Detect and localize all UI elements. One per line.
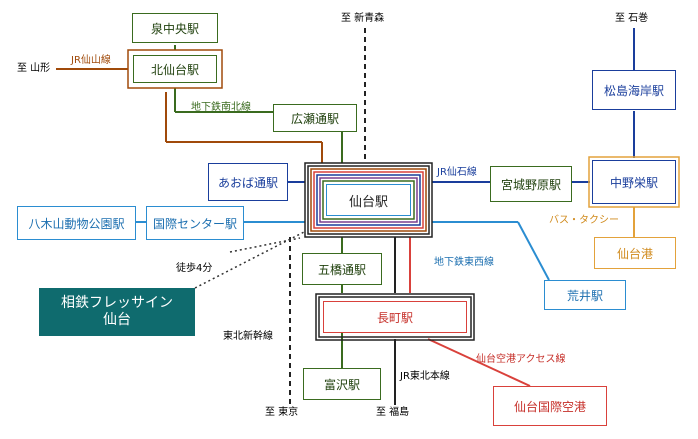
station-sendai-port[interactable]: 仙台港 bbox=[594, 237, 676, 269]
station-aobadori[interactable]: あおば通駅 bbox=[208, 163, 288, 201]
label-namboku: 地下鉄南北線 bbox=[191, 102, 251, 113]
station-nakanosakae[interactable]: 中野栄駅 bbox=[592, 160, 676, 204]
station-hirosedori[interactable]: 広瀬通駅 bbox=[273, 104, 357, 132]
station-itsutsubashi[interactable]: 五橋通駅 bbox=[302, 253, 382, 285]
tohoku-lines bbox=[289, 28, 396, 405]
direction-ishinomaki: 至 石巻 bbox=[615, 13, 649, 24]
station-yagiyama[interactable]: 八木山動物公園駅 bbox=[17, 206, 136, 240]
jr-senzan-line bbox=[56, 68, 323, 163]
nakanosakae-ring bbox=[588, 156, 680, 208]
station-sendai[interactable]: 仙台駅 bbox=[326, 184, 411, 216]
direction-tokyo: 至 東京 bbox=[265, 407, 299, 418]
label-jr-senzan: JR仙山線 bbox=[71, 55, 111, 66]
direction-shin-aomori: 至 新青森 bbox=[341, 13, 385, 24]
direction-yamagata: 至 山形 bbox=[17, 63, 51, 74]
station-airport[interactable]: 仙台国際空港 bbox=[493, 386, 607, 426]
walk-links bbox=[194, 231, 305, 289]
airport-access-line bbox=[409, 237, 531, 387]
direction-fukushima: 至 福島 bbox=[376, 407, 410, 418]
hotel-name: 相鉄フレッサイン bbox=[61, 295, 173, 311]
label-tohoku-main: JR東北本線 bbox=[400, 371, 450, 382]
label-tohoku-shinkansen: 東北新幹線 bbox=[223, 331, 273, 342]
station-tomizawa[interactable]: 富沢駅 bbox=[303, 368, 381, 400]
tozai-line bbox=[136, 221, 550, 281]
sendai-station-rings bbox=[304, 162, 433, 238]
hotel-city: 仙台 bbox=[103, 312, 131, 328]
label-walk: 徒歩4分 bbox=[176, 263, 213, 274]
station-izumi-chuo[interactable]: 泉中央駅 bbox=[132, 13, 218, 43]
station-nagamachi[interactable]: 長町駅 bbox=[323, 301, 467, 333]
station-miyagino-hara[interactable]: 宮城野原駅 bbox=[490, 166, 572, 202]
station-arai[interactable]: 荒井駅 bbox=[544, 280, 626, 310]
label-senseki: JR仙石線 bbox=[437, 167, 477, 178]
station-kokusai-center[interactable]: 国際センター駅 bbox=[146, 206, 244, 240]
label-airport-access: 仙台空港アクセス線 bbox=[476, 354, 566, 365]
hotel-sotetsu-fresa-inn[interactable]: 相鉄フレッサイン 仙台 bbox=[39, 288, 195, 336]
station-kita-sendai[interactable]: 北仙台駅 bbox=[133, 55, 217, 83]
nagamachi-station-rings bbox=[315, 293, 475, 341]
senseki-line bbox=[288, 28, 635, 183]
label-bus-taxi: バス・タクシー bbox=[549, 215, 619, 226]
station-matsushima-kaigan[interactable]: 松島海岸駅 bbox=[592, 70, 676, 110]
label-tozai: 地下鉄東西線 bbox=[434, 257, 494, 268]
kita-sendai-ring bbox=[127, 49, 223, 89]
